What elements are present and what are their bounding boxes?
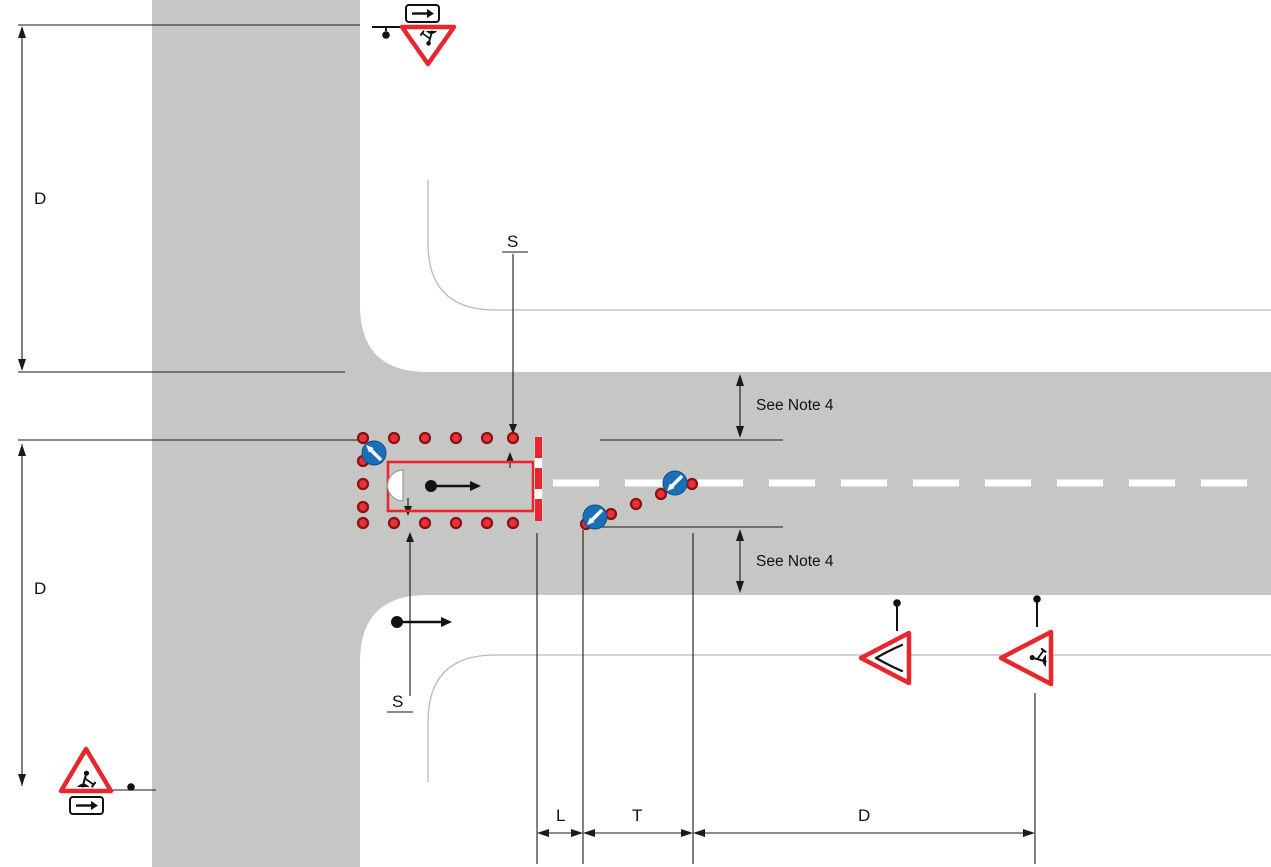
traffic-cone — [356, 500, 370, 514]
dimension-lead: L — [537, 806, 583, 837]
advance-sign-assembly-top — [372, 4, 457, 67]
road-surface-t-junction — [152, 0, 1271, 867]
works-vehicle-in-zone — [425, 480, 481, 492]
roadworks-sign — [58, 746, 114, 794]
works-area — [386, 460, 535, 513]
label-sign-spacing-top: S — [507, 232, 518, 251]
label-note-top: See Note 4 — [756, 397, 834, 414]
keep-left-sign — [361, 440, 387, 466]
traffic-cone — [356, 516, 370, 530]
label-sign-spacing-bottom: S — [392, 692, 403, 711]
traffic-cone — [387, 431, 401, 445]
traffic-cone — [418, 431, 432, 445]
sign-post-dot — [382, 31, 390, 39]
roadworks-sign-assembly — [998, 595, 1054, 687]
label-distance-bottom: D — [34, 579, 46, 598]
direction-arrow-plate — [405, 4, 440, 23]
label-dim-distance: D — [858, 806, 870, 825]
crash-cushion-shape — [386, 469, 404, 502]
dimension-distance-right: D — [693, 806, 1035, 837]
road-narrows-sign — [858, 630, 912, 686]
traffic-cone — [480, 516, 494, 530]
traffic-cone — [506, 431, 520, 445]
dimension-distance-bottom-left: D — [18, 444, 46, 786]
label-dim-lead: L — [556, 806, 565, 825]
traffic-cone — [449, 431, 463, 445]
label-dim-taper: T — [632, 806, 642, 825]
label-note-bottom: See Note 4 — [756, 553, 834, 570]
roadworks-sign — [399, 24, 457, 67]
traffic-cone — [506, 516, 520, 530]
traffic-cone — [604, 507, 618, 521]
traffic-cone — [480, 431, 494, 445]
advance-sign-assembly-bottom — [58, 746, 135, 815]
sign-post-dot — [1033, 595, 1041, 603]
road-narrows-sign-assembly — [858, 599, 912, 686]
traffic-cone — [629, 497, 643, 511]
label-distance-top: D — [34, 189, 46, 208]
barrier-board — [534, 436, 543, 522]
footway-line-bottom — [427, 654, 1271, 782]
dimension-taper: T — [583, 806, 693, 837]
note-4-bottom: See Note 4 — [600, 526, 834, 593]
traffic-cone — [387, 516, 401, 530]
direction-arrow-plate — [69, 796, 104, 815]
keep-left-sign — [582, 504, 608, 530]
footway-line-top — [427, 180, 1271, 311]
works-vehicle-side-road — [391, 616, 452, 628]
traffic-cone — [356, 477, 370, 491]
sign-post-dot — [127, 783, 135, 791]
sign-post-dot — [893, 599, 901, 607]
traffic-cone — [654, 487, 668, 501]
traffic-cone — [418, 516, 432, 530]
traffic-cone — [685, 477, 699, 491]
traffic-cone — [449, 516, 463, 530]
traffic-cone — [356, 431, 370, 445]
keep-left-sign — [662, 470, 688, 496]
roadworks-sign — [998, 629, 1054, 687]
dimension-distance-top: D — [18, 26, 46, 371]
note-4-top: See Note 4 — [600, 374, 834, 441]
